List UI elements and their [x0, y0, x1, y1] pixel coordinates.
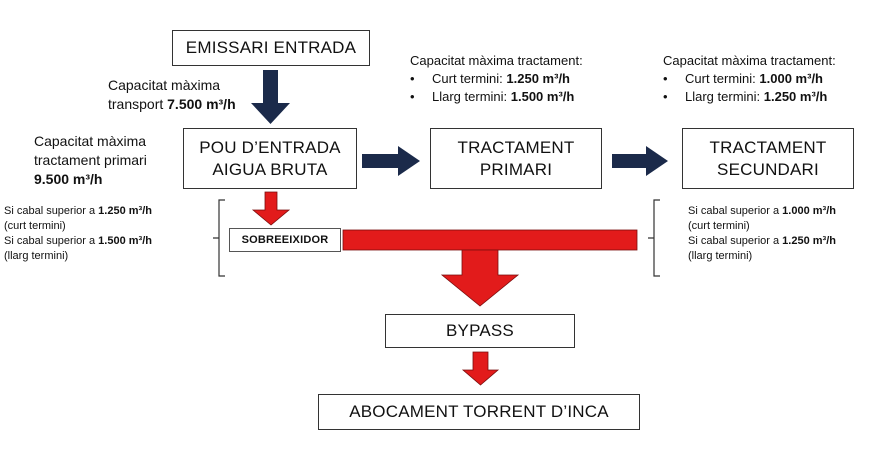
arrow-pou-to-sobreeixidor [251, 191, 291, 226]
left-note-a-term: (curt termini) [4, 220, 66, 232]
abocament-label: ABOCAMENT TORRENT D’INCA [349, 402, 609, 421]
left-overflow-notes: Si cabal superior a 1.250 m³/h (curt ter… [4, 204, 152, 264]
arrow-bypass-to-abocament [461, 351, 500, 386]
arrow-pou-to-primari [362, 146, 420, 176]
right-bracket [648, 199, 660, 277]
secundari-curt-value: 1.000 m³/h [759, 71, 823, 86]
primari-treatment-curt: • Curt termini: 1.250 m³/h [410, 70, 583, 88]
secundari-treatment-llarg: • Llarg termini: 1.250 m³/h [663, 88, 836, 106]
transport-line1: Capacitat màxima [108, 77, 221, 93]
bullet-icon: • [410, 89, 415, 104]
secundari-treatment-heading: Capacitat màxima tractament: [663, 53, 836, 68]
tractament-primari-label: TRACTAMENT PRIMARI [457, 137, 575, 179]
primari-llarg-value: 1.500 m³/h [510, 89, 575, 104]
tractament-primari-box: TRACTAMENT PRIMARI [430, 128, 602, 189]
left-note-b-term: (llarg termini) [4, 250, 69, 262]
transport-prefix: transport [108, 96, 168, 112]
arrow-primari-to-secundari [612, 146, 668, 176]
secundari-treatment-capacity: Capacitat màxima tractament: • Curt termi… [663, 52, 836, 106]
pou-entrada-box: POU D’ENTRADA AIGUA BRUTA [183, 128, 357, 189]
secundari-llarg-label: Llarg termini: [685, 89, 764, 104]
tractament-secundari-label: TRACTAMENT SECUNDARI [709, 137, 827, 179]
left-note-b-value: 1.500 m³/h [98, 235, 152, 247]
bullet-icon: • [663, 71, 668, 86]
sobreeixidor-box: SOBREEIXIDOR [229, 228, 341, 252]
right-note-b: Si cabal superior a 1.250 m³/h [688, 234, 836, 249]
emissari-entrada-label: EMISSARI ENTRADA [185, 38, 357, 57]
right-note-a-term: (curt termini) [688, 220, 750, 232]
primari-curt-label: Curt termini: [432, 71, 507, 86]
right-overflow-notes: Si cabal superior a 1.000 m³/h (curt ter… [688, 204, 836, 264]
bullet-icon: • [410, 71, 415, 86]
primari-cap-line2: tractament primari [34, 152, 147, 168]
right-note-a-prefix: Si cabal superior a [688, 205, 783, 217]
transport-value: 7.500 m³/h [167, 96, 236, 112]
transport-capacity: Capacitat màxima transport 7.500 m³/h [108, 76, 236, 114]
right-note-b-prefix: Si cabal superior a [688, 235, 783, 247]
tractament-secundari-box: TRACTAMENT SECUNDARI [682, 128, 854, 189]
primari-curt-value: 1.250 m³/h [506, 71, 570, 86]
right-note-b-term: (llarg termini) [688, 250, 753, 262]
arrow-to-bypass [440, 249, 520, 307]
primari-llarg-label: Llarg termini: [432, 89, 511, 104]
left-note-a-value: 1.250 m³/h [98, 205, 152, 217]
primari-treatment-capacity: Capacitat màxima tractament: • Curt termi… [410, 52, 583, 106]
transport-line2: transport 7.500 m³/h [108, 95, 236, 114]
left-note-a-prefix: Si cabal superior a [4, 205, 99, 217]
secundari-curt-label: Curt termini: [685, 71, 760, 86]
right-note-b-value: 1.250 m³/h [782, 235, 836, 247]
bullet-icon: • [663, 89, 668, 104]
bypass-box: BYPASS [385, 314, 575, 348]
right-note-a-value: 1.000 m³/h [782, 205, 836, 217]
bypass-label: BYPASS [446, 321, 514, 340]
left-bracket [213, 199, 225, 277]
secundari-llarg-value: 1.250 m³/h [763, 89, 828, 104]
primari-cap-line1: Capacitat màxima [34, 133, 147, 149]
left-note-a: Si cabal superior a 1.250 m³/h [4, 204, 152, 219]
primari-treatment-llarg: • Llarg termini: 1.500 m³/h [410, 88, 583, 106]
emissari-entrada-box: EMISSARI ENTRADA [172, 30, 370, 66]
primari-treatment-heading: Capacitat màxima tractament: [410, 53, 583, 68]
left-note-b-prefix: Si cabal superior a [4, 235, 99, 247]
secundari-treatment-curt: • Curt termini: 1.000 m³/h [663, 70, 836, 88]
primari-cap-value: 9.500 m³/h [34, 171, 103, 187]
overflow-bar [342, 229, 638, 251]
pou-entrada-label: POU D’ENTRADA AIGUA BRUTA [199, 137, 341, 179]
arrow-emissari-to-pou [251, 70, 290, 124]
primari-capacity: Capacitat màxima tractament primari 9.50… [34, 132, 147, 189]
sobreeixidor-label: SOBREEIXIDOR [241, 234, 329, 246]
left-note-b: Si cabal superior a 1.500 m³/h [4, 234, 152, 249]
abocament-box: ABOCAMENT TORRENT D’INCA [318, 394, 640, 430]
right-note-a: Si cabal superior a 1.000 m³/h [688, 204, 836, 219]
